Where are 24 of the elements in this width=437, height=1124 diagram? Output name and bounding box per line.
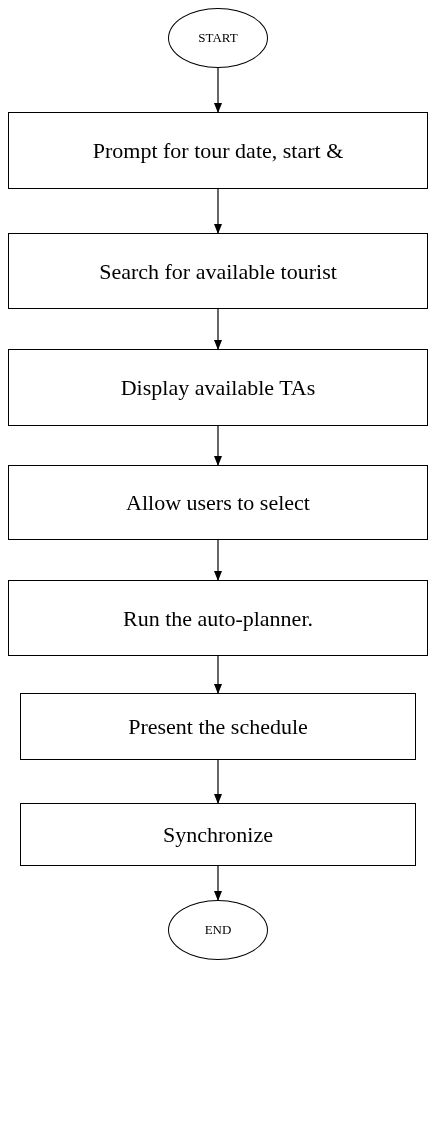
step-label: Present the schedule	[128, 713, 308, 741]
arrow	[214, 759, 222, 804]
process-box	[20, 693, 416, 760]
arrow	[214, 539, 222, 581]
step-label: Allow users to select	[126, 489, 310, 517]
arrow	[214, 188, 222, 234]
arrow	[214, 865, 222, 901]
arrow	[214, 308, 222, 350]
process-box	[20, 803, 416, 866]
step-label: Display available TAs	[120, 374, 316, 402]
process-box	[8, 233, 428, 309]
arrow	[214, 655, 222, 694]
arrow	[214, 67, 222, 113]
process-box	[8, 465, 428, 540]
terminal-label: END	[204, 921, 232, 940]
process-box	[8, 580, 428, 656]
arrow	[214, 425, 222, 466]
terminal-label: START	[198, 29, 238, 48]
step-label: Search for available tourist	[99, 257, 337, 286]
process-box	[8, 349, 428, 426]
step-label: Synchronize	[163, 821, 273, 849]
step-label: Prompt for tour date, start &	[92, 137, 344, 165]
process-box	[8, 112, 428, 189]
step-label: Run the auto-planner.	[123, 604, 313, 633]
